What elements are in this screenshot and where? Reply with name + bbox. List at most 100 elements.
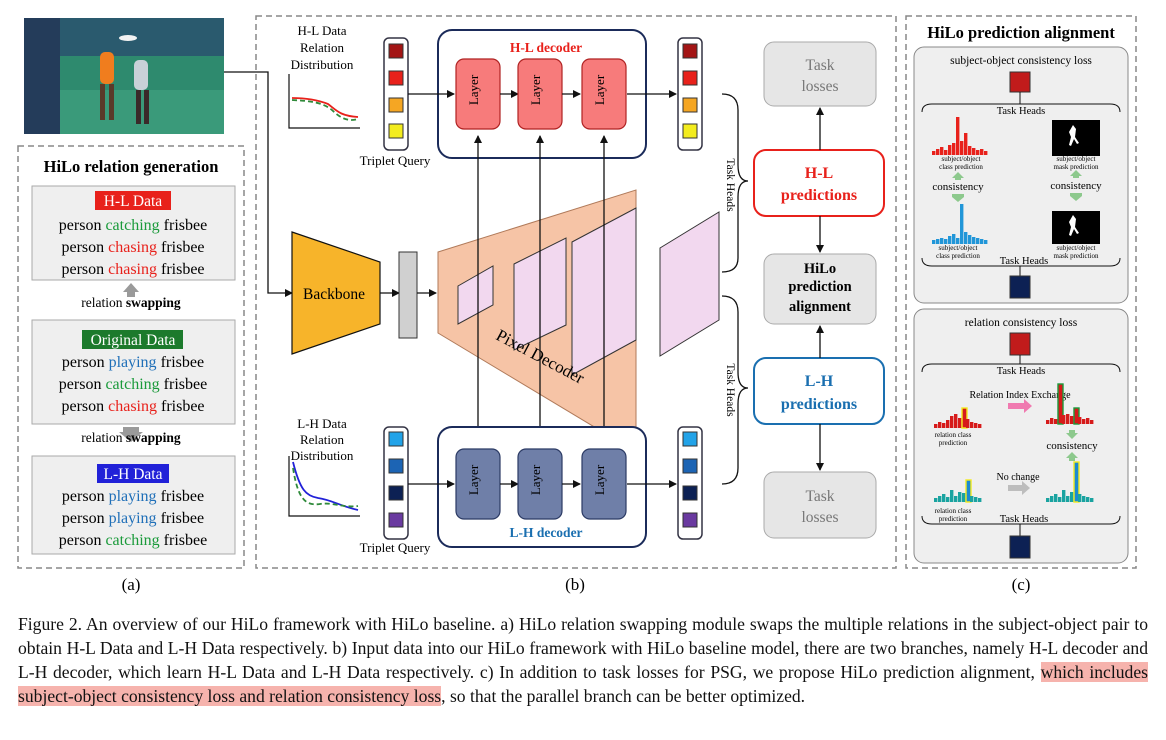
hist-bar: [950, 416, 954, 428]
hist-bar: [964, 232, 968, 244]
lh-output-token: [682, 512, 698, 528]
hist-bar: [942, 423, 946, 428]
so-task-heads-bottom: Task Heads: [1000, 256, 1049, 267]
hl-output-tokens: [677, 37, 703, 151]
so-cls-pred-1b: class prediction: [939, 163, 983, 171]
rel-bottom-brace: [921, 515, 1121, 525]
lh-output-token: [682, 485, 698, 501]
lh-dist-label-1: L-H Data: [297, 416, 347, 431]
input-photo: [24, 18, 224, 134]
lh-data-label-bg: [97, 464, 169, 483]
hl-output-token: [682, 43, 698, 59]
task-losses-top: [763, 41, 877, 107]
lh-data-label: L-H Data: [104, 466, 163, 483]
panel-a-border: [17, 145, 245, 569]
rel-index-exchange-label: Relation Index Exchange: [969, 390, 1071, 401]
backbone-label: Backbone: [303, 286, 365, 303]
hist-bar: [1070, 492, 1074, 502]
hist-bar: [944, 150, 948, 155]
hist-bar: [976, 238, 980, 244]
decoder-layer-label: Layer: [528, 74, 543, 105]
hist-bar: [980, 239, 984, 244]
hist-bar: [970, 496, 974, 502]
decoder-layer-label: Layer: [466, 464, 481, 495]
lh-predictions-line1: L-H: [805, 373, 834, 390]
so-class-hist-blue: [932, 204, 988, 244]
rel-query-token: [1009, 332, 1031, 356]
hist-bar: [932, 151, 936, 155]
hist-bar: [938, 422, 942, 428]
panel-c-title: HiLo prediction alignment: [927, 23, 1115, 42]
so-bottom-brace: [921, 257, 1121, 267]
hist-bar: [1050, 418, 1054, 424]
hist-bar: [1082, 496, 1086, 502]
panel-c-border: [905, 15, 1137, 569]
consistency-down-arrow-icon: [1070, 193, 1082, 201]
hist-bar: [950, 490, 954, 502]
hist-bar: [956, 117, 960, 155]
rel-cls-pred-1a: relation class: [935, 431, 972, 439]
hist-bar: [954, 414, 958, 428]
hl-dist-label-3: Distribution: [291, 57, 354, 72]
lh-task-heads-brace: [721, 295, 749, 485]
hilo-alignment-box: [763, 253, 877, 325]
hl-dist-label-2: Relation: [300, 40, 345, 55]
hist-bar: [934, 498, 938, 502]
consistency-up-arrow-icon: [1070, 170, 1082, 178]
hl-query-token: [388, 123, 404, 139]
relation-triplet: person playing frisbee: [62, 510, 204, 527]
backbone: [291, 231, 381, 355]
lh-query-token: [388, 485, 404, 501]
panel-a-sublabel: (a): [122, 575, 141, 594]
task-losses-top-line1: Task: [805, 57, 834, 74]
hl-task-heads-brace: [721, 93, 749, 273]
hist-bar: [960, 141, 964, 155]
lh-predictions-line2: predictions: [781, 396, 857, 413]
hist-bar: [946, 420, 950, 428]
hist-bar: [938, 496, 942, 502]
lh-distribution-plot: [288, 456, 360, 517]
rel-cls-pred-1b: prediction: [939, 439, 968, 447]
hist-bar: [936, 149, 940, 155]
hist-bar: [962, 493, 966, 502]
rel-cls-pred-2a: relation class: [935, 507, 972, 515]
rel-task-heads-bottom: Task Heads: [1000, 514, 1049, 525]
hist-bar: [1090, 420, 1094, 424]
so-mask-pred-1b: mask prediction: [1054, 163, 1099, 171]
hl-distribution-plot: [288, 74, 360, 129]
so-top-brace: [921, 103, 1121, 113]
relation-triplet: person catching frisbee: [59, 376, 207, 393]
rel-top-brace: [921, 363, 1121, 373]
hl-query-token: [388, 70, 404, 86]
rel-hist-blue-right: [1046, 461, 1094, 503]
hist-bar: [974, 497, 978, 502]
hist-bar: [968, 146, 972, 155]
hist-bar: [1070, 416, 1074, 424]
relation-triplet: person chasing frisbee: [61, 239, 204, 256]
consistency-up-arrow-icon: [1066, 452, 1078, 461]
hist-bar: [984, 240, 988, 244]
lh-query-token: [388, 431, 404, 447]
swap-label-1: relation swapping: [81, 295, 181, 310]
relation-triplet: person catching frisbee: [59, 217, 207, 234]
hl-predictions-line1: H-L: [805, 165, 833, 182]
hist-bar: [948, 145, 952, 155]
caption-part-1: Figure 2. An overview of our HiLo framew…: [18, 614, 1148, 682]
hist-bar: [1054, 419, 1058, 424]
hist-bar: [978, 498, 982, 502]
hist-bar: [958, 492, 962, 502]
lh-output-token: [682, 458, 698, 474]
figure-caption: Figure 2. An overview of our HiLo framew…: [18, 612, 1148, 708]
swap-label-2: relation swapping: [81, 430, 181, 445]
no-change-label: No change: [996, 472, 1040, 483]
task-losses-bottom-line1: Task: [805, 488, 834, 505]
hl-decoder-label: H-L decoder: [510, 40, 582, 55]
hist-bar: [1046, 420, 1050, 424]
lh-dist-label-2: Relation: [300, 432, 345, 447]
so-task-heads-top: Task Heads: [997, 106, 1046, 117]
so-consistency-label-2: consistency: [1050, 180, 1102, 192]
input-arrow: [224, 71, 293, 297]
hist-bar: [1073, 461, 1080, 503]
